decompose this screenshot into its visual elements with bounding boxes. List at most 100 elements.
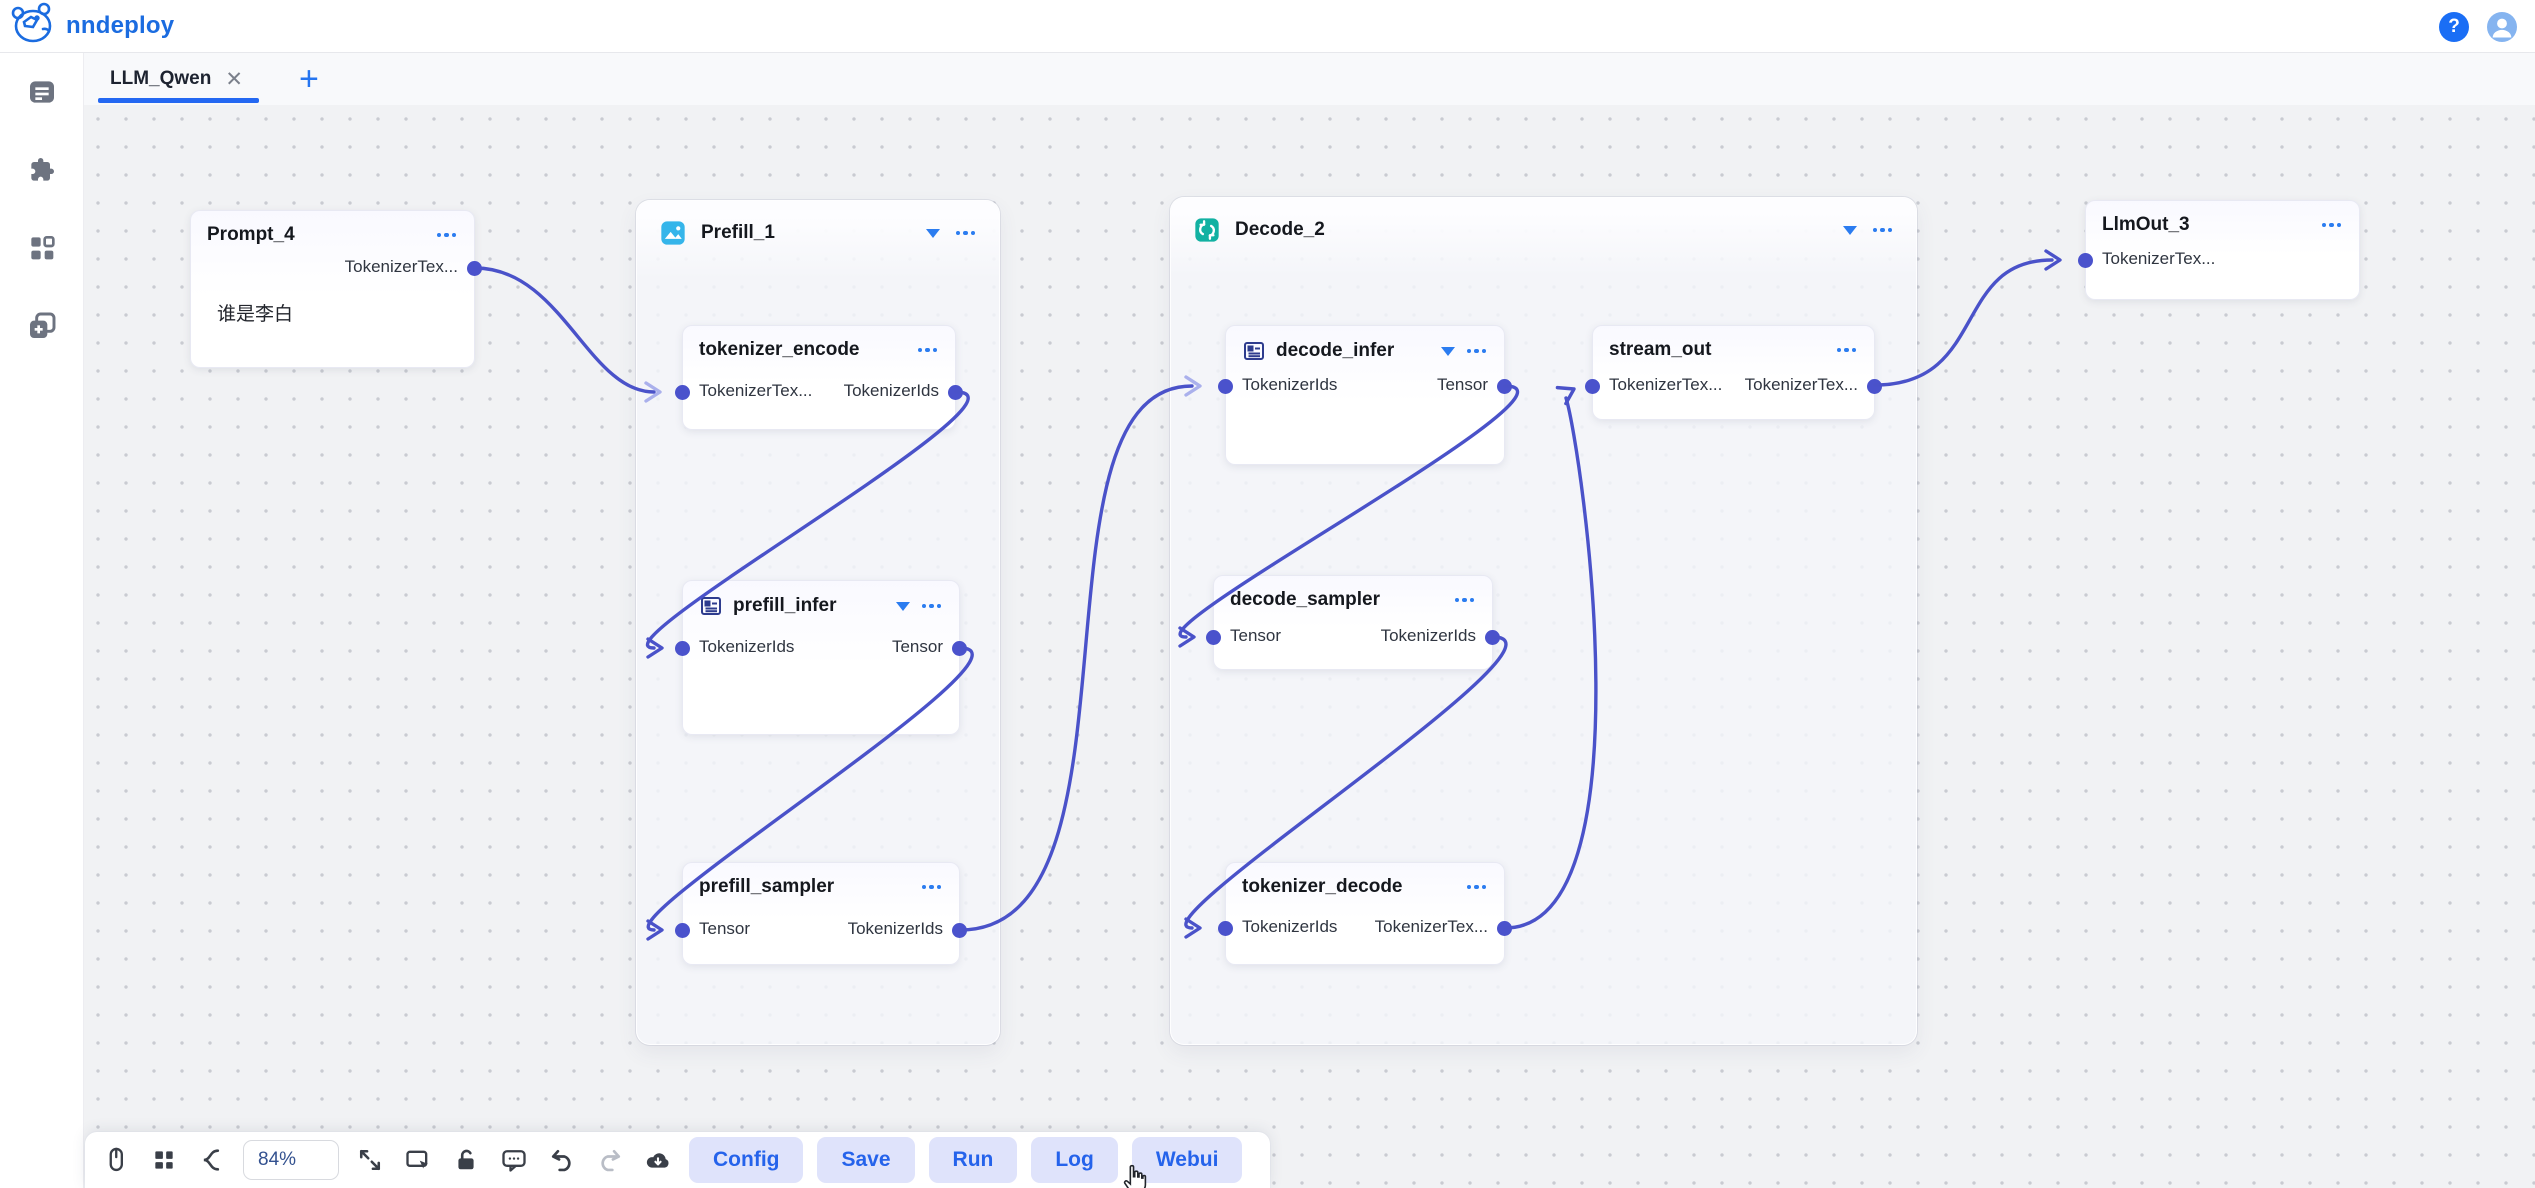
input-port[interactable]: [675, 385, 690, 400]
node-stream-out[interactable]: stream_out TokenizerTex... TokenizerTex.…: [1585, 325, 1882, 420]
log-button[interactable]: Log: [1031, 1137, 1118, 1183]
more-menu-icon[interactable]: [1465, 883, 1489, 892]
node-title: decode_sampler: [1230, 589, 1380, 610]
output-port[interactable]: [1497, 921, 1512, 936]
document-list-icon[interactable]: [25, 75, 59, 109]
input-port[interactable]: [2078, 253, 2093, 268]
input-port-label: Tensor: [699, 919, 751, 938]
output-port-label: TokenizerTex...: [344, 257, 458, 276]
output-port-label: TokenizerTex...: [1744, 375, 1858, 394]
node-prefill-infer[interactable]: prefill_infer TokenizerIds Tensor: [675, 580, 967, 735]
save-button[interactable]: Save: [817, 1137, 915, 1183]
more-menu-icon[interactable]: [920, 602, 944, 611]
cloud-download-icon[interactable]: [641, 1143, 675, 1177]
more-menu-icon[interactable]: [954, 229, 978, 238]
node-title: Prompt_4: [207, 224, 295, 245]
plus-icon[interactable]: +: [298, 60, 319, 98]
user-avatar-icon[interactable]: [2487, 11, 2517, 42]
prompt-text-input[interactable]: 谁是李白: [207, 291, 458, 355]
nndeploy-logo-icon: [10, 2, 56, 51]
input-port[interactable]: [1218, 379, 1233, 394]
node-llmout-3[interactable]: LlmOut_3 TokenizerTex...: [2078, 200, 2360, 300]
more-menu-icon[interactable]: [1835, 346, 1859, 355]
input-port[interactable]: [1206, 630, 1221, 645]
left-sidebar: [0, 53, 84, 1188]
node-tokenizer-decode[interactable]: tokenizer_decode TokenizerIds TokenizerT…: [1218, 862, 1512, 965]
select-box-icon[interactable]: [401, 1143, 435, 1177]
more-menu-icon[interactable]: [2320, 221, 2344, 230]
input-port-label: TokenizerIds: [1242, 375, 1338, 394]
input-port[interactable]: [675, 923, 690, 938]
node-decode-sampler[interactable]: decode_sampler Tensor TokenizerIds: [1206, 575, 1500, 670]
input-port[interactable]: [1218, 921, 1233, 936]
help-question-icon[interactable]: ?: [2439, 11, 2469, 42]
node-prompt-4[interactable]: Prompt_4 TokenizerTex... 谁是李白: [190, 210, 482, 368]
redo-icon[interactable]: [593, 1143, 627, 1177]
more-menu-icon[interactable]: [1871, 226, 1895, 235]
chevron-down-icon[interactable]: [1440, 346, 1455, 356]
output-port[interactable]: [1497, 379, 1512, 394]
input-port[interactable]: [675, 641, 690, 656]
webui-button[interactable]: Webui: [1131, 1137, 1243, 1183]
plugin-puzzle-icon[interactable]: [25, 153, 59, 187]
inference-form-icon: [1242, 339, 1266, 363]
input-port-label: TokenizerIds: [699, 637, 795, 656]
active-tab-underline: [98, 98, 259, 103]
fit-view-icon[interactable]: [353, 1143, 387, 1177]
output-port[interactable]: [952, 923, 967, 938]
output-port[interactable]: [948, 385, 963, 400]
node-title: prefill_sampler: [699, 876, 835, 897]
chevron-down-icon[interactable]: [1842, 225, 1857, 235]
output-port[interactable]: [467, 261, 482, 276]
input-port-label: TokenizerTex...: [699, 381, 813, 400]
close-icon[interactable]: ✕: [225, 67, 243, 91]
add-copy-icon[interactable]: [25, 309, 59, 343]
output-port[interactable]: [1867, 379, 1882, 394]
more-menu-icon[interactable]: [1465, 347, 1489, 356]
output-port[interactable]: [1485, 630, 1500, 645]
input-port-label: TokenizerIds: [1242, 917, 1338, 936]
group-title: Prefill_1: [701, 222, 775, 243]
output-port-label: TokenizerIds: [843, 381, 939, 400]
node-title: decode_infer: [1276, 340, 1395, 361]
undo-icon[interactable]: [545, 1143, 579, 1177]
run-button[interactable]: Run: [928, 1137, 1018, 1183]
node-title: LlmOut_3: [2102, 214, 2190, 235]
lock-icon[interactable]: [449, 1143, 483, 1177]
mouse-icon[interactable]: [99, 1143, 133, 1177]
tab-bar: LLM_Qwen ✕ +: [84, 53, 2535, 105]
loop-refresh-icon: [1193, 216, 1221, 244]
brand-name: nndeploy: [66, 12, 175, 39]
tab-llm-qwen[interactable]: LLM_Qwen ✕: [98, 53, 259, 105]
chevron-down-icon[interactable]: [925, 228, 940, 238]
output-port-label: TokenizerIds: [1380, 626, 1476, 645]
app-header: nndeploy ?: [0, 0, 2535, 53]
more-menu-icon[interactable]: [916, 346, 940, 355]
group-title: Decode_2: [1235, 219, 1325, 240]
chevron-down-icon[interactable]: [895, 601, 910, 611]
zoom-level-input[interactable]: 84%: [243, 1140, 339, 1180]
output-port-label: Tensor: [891, 637, 943, 656]
node-title: prefill_infer: [733, 595, 837, 616]
config-button[interactable]: Config: [689, 1137, 804, 1183]
dashboard-grid-icon[interactable]: [25, 231, 59, 265]
node-decode-infer[interactable]: decode_infer TokenizerIds Tensor: [1218, 325, 1512, 465]
node-prefill-sampler[interactable]: prefill_sampler Tensor TokenizerIds: [675, 862, 967, 965]
node-title: stream_out: [1609, 339, 1712, 360]
output-port-label: TokenizerIds: [847, 919, 943, 938]
tab-label: LLM_Qwen: [110, 68, 212, 89]
more-menu-icon[interactable]: [920, 883, 944, 892]
tree-branch-icon[interactable]: [195, 1143, 229, 1177]
input-port-label: TokenizerTex...: [1609, 375, 1723, 394]
output-port[interactable]: [952, 641, 967, 656]
inference-form-icon: [699, 594, 723, 618]
comment-icon[interactable]: [497, 1143, 531, 1177]
more-menu-icon[interactable]: [435, 231, 459, 240]
input-port[interactable]: [1585, 379, 1600, 394]
image-icon: [659, 219, 687, 247]
more-menu-icon[interactable]: [1453, 596, 1477, 605]
node-tokenizer-encode[interactable]: tokenizer_encode TokenizerTex... Tokeniz…: [675, 325, 963, 430]
layout-grid-icon[interactable]: [147, 1143, 181, 1177]
output-port-label: Tensor: [1436, 375, 1488, 394]
output-port-label: TokenizerTex...: [1374, 917, 1488, 936]
